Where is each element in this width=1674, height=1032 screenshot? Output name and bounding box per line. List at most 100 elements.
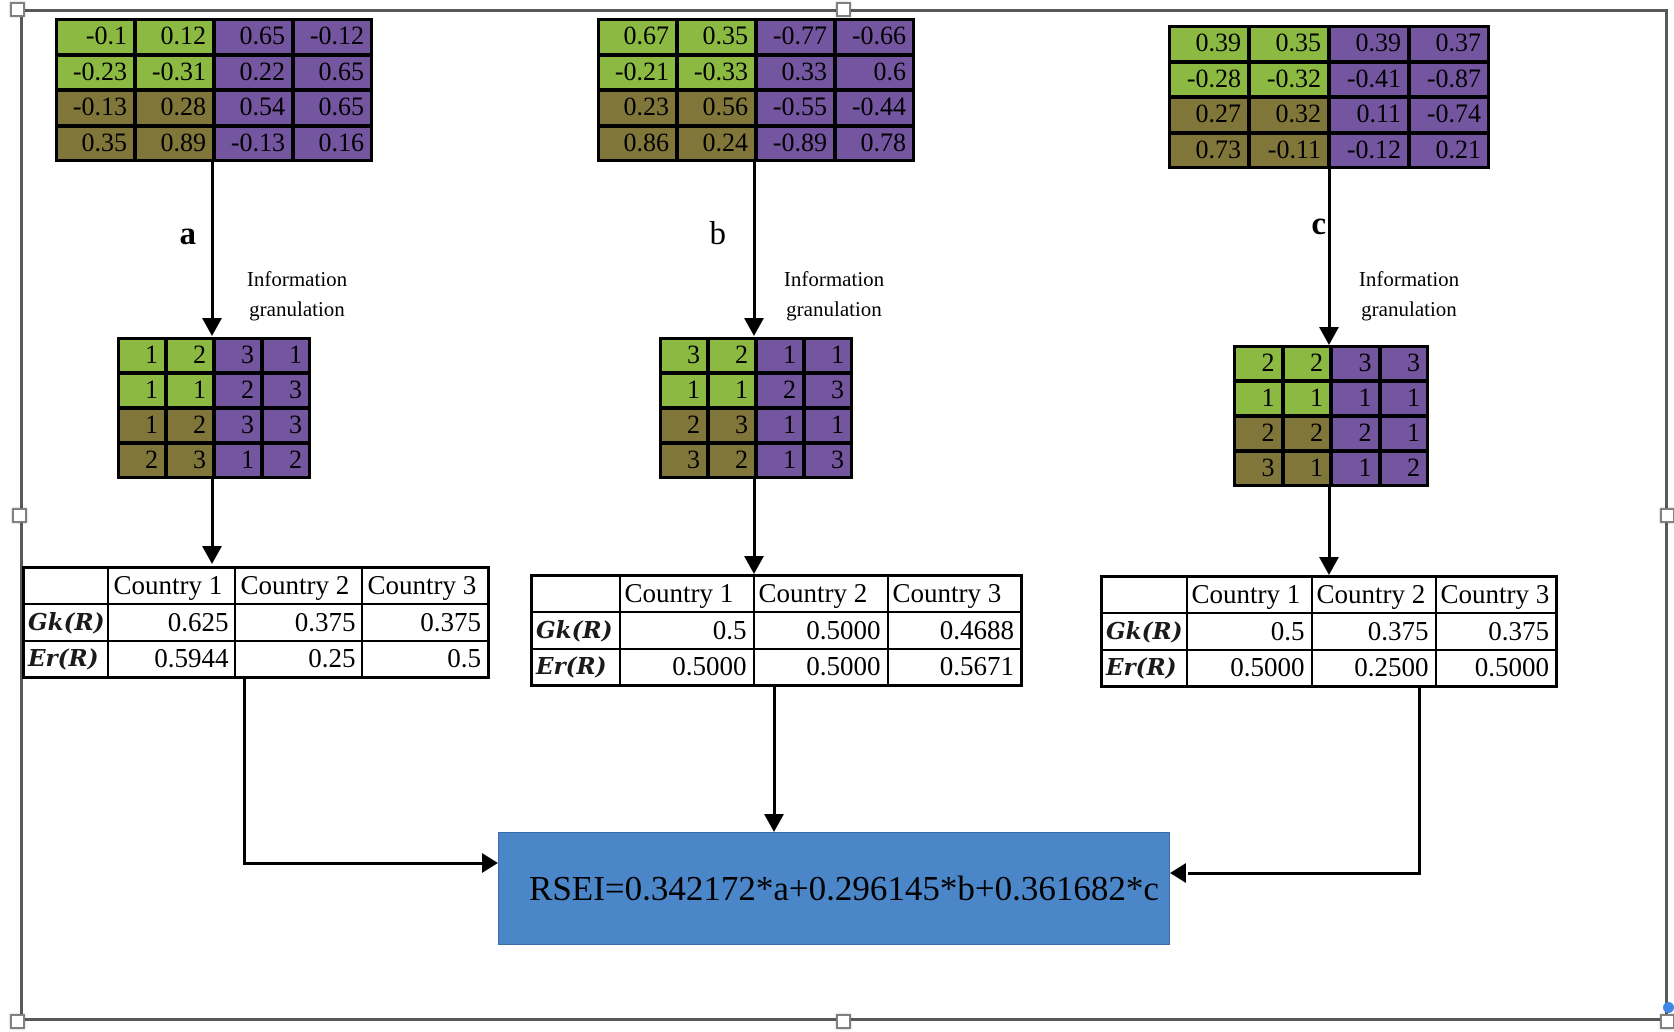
arrowhead-down-icon <box>744 556 764 574</box>
matrix-cell: 0.11 <box>1329 97 1409 133</box>
row-label: Gk(R) <box>22 602 110 642</box>
column-header: Country 3 <box>361 566 490 605</box>
matrix-cell: -0.31 <box>135 54 214 90</box>
matrix-cell: -0.89 <box>756 125 835 161</box>
matrix-cell: -0.12 <box>1329 132 1409 168</box>
matrix-cell: -0.44 <box>835 90 914 126</box>
matrix-cell: 0.24 <box>677 125 756 161</box>
value-cell: 0.5671 <box>886 647 1023 687</box>
matrix-cell: 2 <box>1331 416 1380 451</box>
value-cell: 0.5000 <box>752 647 889 687</box>
matrix-cell: 3 <box>804 373 852 408</box>
stage-label-b: b <box>709 216 727 252</box>
granulation-label-a: Information granulation <box>246 267 348 322</box>
selection-handle-bottom-right[interactable] <box>1660 1014 1674 1029</box>
row-label: Er(R) <box>1100 648 1188 688</box>
matrix-cell: 3 <box>1379 346 1428 381</box>
matrix-cell: 0.22 <box>214 54 293 90</box>
selection-handle-middle-right[interactable] <box>1660 508 1674 523</box>
matrix-cell: 3 <box>214 338 262 373</box>
selection-handle-top-left[interactable] <box>10 2 25 17</box>
column-header: Country 1 <box>1185 575 1313 614</box>
table-corner-cell <box>22 566 110 605</box>
value-cell: 0.375 <box>361 602 490 642</box>
matrix-cell: 0.67 <box>598 19 677 55</box>
matrix-cell: 3 <box>166 443 214 478</box>
matrix-cell: 1 <box>660 373 708 408</box>
arrowhead-down-icon <box>1319 327 1339 345</box>
matrix-cell: 0.23 <box>598 90 677 126</box>
matrix-cell: 0.28 <box>135 90 214 126</box>
value-cell: 0.5000 <box>1434 648 1558 688</box>
table-corner-cell <box>530 574 621 613</box>
rsei-formula-box: RSEI=0.342172*a+0.296145*b+0.361682*c <box>498 832 1170 945</box>
matrix-cell: 0.73 <box>1169 132 1249 168</box>
matrix-cell: 0.39 <box>1169 26 1249 62</box>
matrix-cell: 0.16 <box>293 125 372 161</box>
matrix-cell: 0.27 <box>1169 97 1249 133</box>
blue-cursor-dot <box>1663 1002 1674 1013</box>
matrix-cell: 0.65 <box>214 19 293 55</box>
column-header: Country 1 <box>618 574 755 613</box>
row-label: Er(R) <box>530 647 621 687</box>
value-cell: 0.5000 <box>752 610 889 650</box>
matrix-cell: 3 <box>708 408 756 443</box>
matrix-cell: -0.41 <box>1329 61 1409 97</box>
selection-handle-bottom-left[interactable] <box>10 1014 25 1029</box>
arrowhead-right-icon <box>482 853 498 873</box>
matrix-cell: 0.65 <box>293 90 372 126</box>
matrix-cell: -0.55 <box>756 90 835 126</box>
value-cell: 0.2500 <box>1310 648 1437 688</box>
column-header: Country 3 <box>886 574 1023 613</box>
matrix-cell: -0.13 <box>214 125 293 161</box>
value-cell: 0.5 <box>361 639 490 679</box>
matrix-cell: 1 <box>1234 381 1283 416</box>
column-header: Country 1 <box>107 566 237 605</box>
matrix-cell: -0.33 <box>677 54 756 90</box>
arrowhead-down-icon <box>202 318 222 336</box>
value-cell: 0.5000 <box>618 647 755 687</box>
granulation-label-b: Information granulation <box>783 267 885 322</box>
connector-c-to-formula <box>1418 685 1421 875</box>
matrix-cell: 1 <box>1331 451 1380 486</box>
matrix-cell: 0.33 <box>756 54 835 90</box>
matrix-cell: 0.39 <box>1329 26 1409 62</box>
arrow-b-raw-to-granule <box>753 160 756 318</box>
selection-handle-middle-left[interactable] <box>12 508 27 523</box>
matrix-cell: 2 <box>118 443 166 478</box>
matrix-cell: 0.6 <box>835 54 914 90</box>
matrix-cell: 1 <box>118 373 166 408</box>
matrix-cell: -0.32 <box>1249 61 1329 97</box>
matrix-cell: 0.65 <box>293 54 372 90</box>
matrix-cell: 3 <box>262 408 310 443</box>
stage-label-a: a <box>179 216 197 252</box>
matrix-cell: -0.87 <box>1409 61 1489 97</box>
value-cell: 0.375 <box>1310 611 1437 651</box>
matrix-cell: 2 <box>1282 416 1331 451</box>
matrix-cell: 2 <box>708 443 756 478</box>
selection-handle-top-center[interactable] <box>836 2 851 17</box>
arrow-b-granule-to-table <box>753 477 756 556</box>
value-cell: 0.375 <box>1434 611 1558 651</box>
matrix-cell: 0.89 <box>135 125 214 161</box>
matrix-cell: 1 <box>756 338 804 373</box>
matrix-cell: -0.1 <box>56 19 135 55</box>
matrix-cell: -0.23 <box>56 54 135 90</box>
rsei-formula-text: RSEI=0.342172*a+0.296145*b+0.361682*c <box>529 868 1159 908</box>
selection-handle-bottom-center[interactable] <box>836 1014 851 1029</box>
matrix-cell: 2 <box>756 373 804 408</box>
matrix-cell: -0.11 <box>1249 132 1329 168</box>
matrix-cell: -0.28 <box>1169 61 1249 97</box>
matrix-cell: -0.12 <box>293 19 372 55</box>
